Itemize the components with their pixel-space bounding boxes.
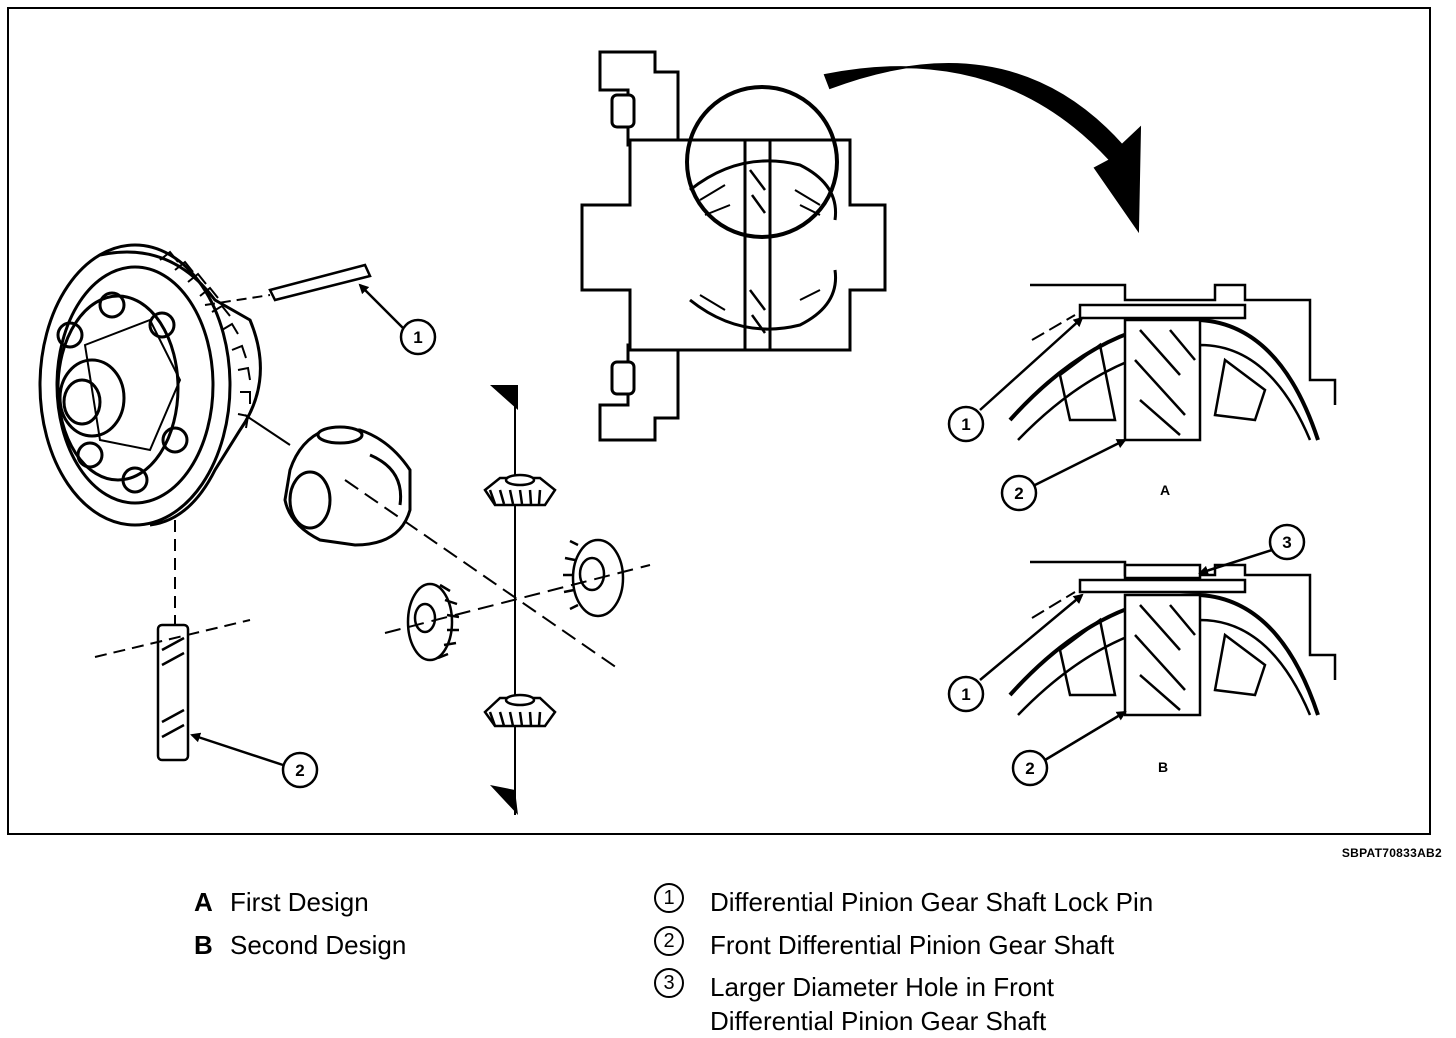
- detail-a-label: A: [1160, 482, 1170, 498]
- legend-item-a: A First Design: [194, 887, 369, 917]
- ring-gear-teeth: [159, 250, 251, 429]
- legend-text: First Design: [230, 887, 369, 917]
- assembled-differential: [580, 50, 887, 442]
- callout-2-shaft: 2: [295, 761, 304, 780]
- legend-item-b: B Second Design: [194, 930, 406, 960]
- detail-b-label: B: [1158, 759, 1168, 775]
- illustration-frame: [7, 7, 1431, 835]
- callout-2-detail-a: 2: [1014, 484, 1023, 503]
- legend-text-2: Front Differential Pinion Gear Shaft: [710, 930, 1115, 960]
- ring-gear-case: [38, 243, 262, 527]
- differential-cross-housing: [283, 425, 412, 547]
- legend-number-1: 1: [654, 883, 684, 913]
- legend-text-3-line2: Differential Pinion Gear Shaft: [710, 1006, 1047, 1036]
- legend-key: B: [194, 930, 213, 960]
- pinion-gear-shaft: [156, 623, 190, 762]
- legend-number-3: 3: [654, 968, 684, 998]
- detail-a-section: [1008, 283, 1337, 442]
- callout-3-detail-b: 3: [1282, 533, 1291, 552]
- legend-text-3: Larger Diameter Hole in Front: [710, 972, 1054, 1002]
- detail-arrow: [823, 63, 1142, 234]
- legend-number-2: 2: [654, 926, 684, 956]
- legend-text-1: Differential Pinion Gear Shaft Lock Pin: [710, 887, 1154, 917]
- detail-circle: [685, 85, 839, 239]
- lock-pin: [268, 263, 372, 302]
- callout-1-detail-b: 1: [961, 685, 970, 704]
- legend-text: Second Design: [230, 930, 407, 960]
- figure-code: SBPAT70833AB2: [1341, 846, 1442, 860]
- legend-key: A: [194, 887, 213, 917]
- detail-b-section: [1008, 560, 1337, 717]
- callout-1-detail-a: 1: [961, 415, 970, 434]
- callout-1-pin: 1: [413, 328, 422, 347]
- callout-2-detail-b: 2: [1025, 759, 1034, 778]
